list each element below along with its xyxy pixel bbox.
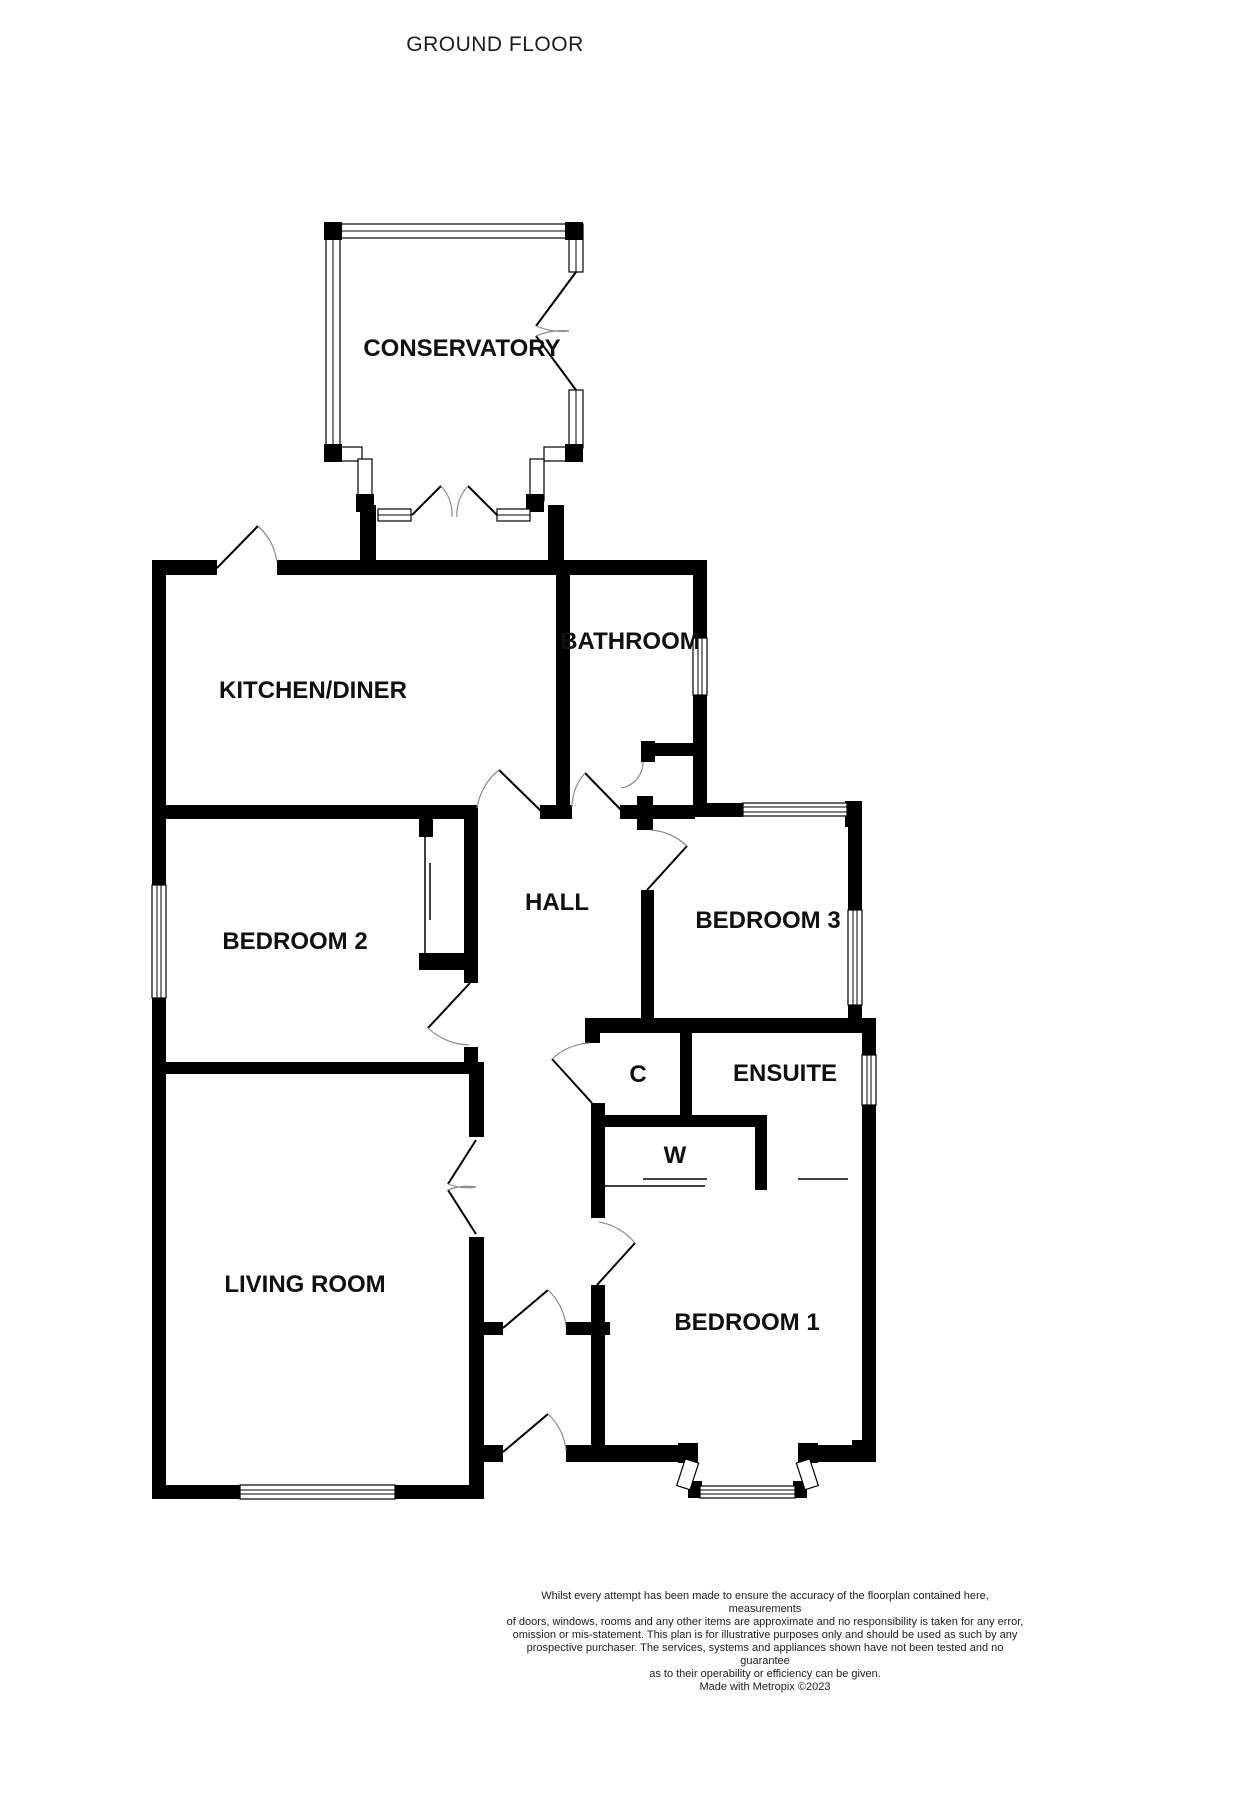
window-bedroom3-north: [742, 802, 848, 817]
corridor-inner-door: [502, 1289, 567, 1329]
conservatory-double-doors: [411, 485, 498, 518]
metropix-credit: Made with Metropix ©2023: [699, 1681, 831, 1693]
window-south-living: [239, 1484, 396, 1500]
label-bedroom3: BEDROOM 3: [695, 907, 840, 934]
label-kitchen-diner: KITCHEN/DINER: [219, 677, 407, 704]
window-bathroom-east: [692, 637, 708, 696]
bedroom2-door: [427, 982, 471, 1046]
disclaimer: Whilst every attempt has been made to en…: [505, 1590, 1025, 1694]
window-ensuite-east: [861, 1054, 877, 1106]
label-bathroom: BATHROOM: [560, 628, 700, 655]
label-bedroom2: BEDROOM 2: [222, 928, 367, 955]
window-bedroom3-east: [847, 909, 863, 1006]
label-bedroom1: BEDROOM 1: [674, 1309, 819, 1336]
label-wardrobe: W: [664, 1142, 687, 1169]
interior-walls-south: [469, 1072, 862, 1498]
disclaimer-line: as to their operability or efficiency ca…: [649, 1668, 881, 1680]
conservatory-glazing: [324, 222, 584, 571]
label-cupboard: C: [629, 1061, 646, 1088]
bedroom3-door: [646, 829, 688, 891]
kitchen-hall-door: [476, 769, 543, 813]
cupboard-door: [551, 1042, 593, 1104]
window-west-bedroom2: [151, 884, 167, 999]
bedroom1-door: [596, 1221, 636, 1286]
label-ensuite: ENSUITE: [733, 1060, 837, 1087]
front-entrance-door: [502, 1413, 567, 1453]
exterior-walls: [152, 560, 707, 1499]
kitchen-back-door: [216, 525, 278, 569]
interior-walls-north: [166, 575, 862, 1074]
bathroom-door: [571, 761, 644, 812]
page-title: GROUND FLOOR: [406, 33, 584, 56]
disclaimer-line: omission or mis-statement. This plan is …: [512, 1629, 1018, 1641]
label-conservatory: CONSERVATORY: [363, 335, 560, 362]
ensuite-closet-walls: [585, 1018, 876, 1190]
disclaimer-line: prospective purchaser. The services, sys…: [526, 1642, 1004, 1667]
conservatory-french-doors: [535, 271, 577, 391]
living-room-double-doors: [447, 1139, 477, 1235]
disclaimer-line: of doors, windows, rooms and any other i…: [506, 1616, 1024, 1628]
label-hall: HALL: [525, 889, 589, 916]
label-living-room: LIVING ROOM: [224, 1271, 385, 1298]
east-walls: [848, 817, 876, 1462]
window-bedroom1-bay: [675, 1458, 820, 1499]
disclaimer-line: Whilst every attempt has been made to en…: [541, 1590, 989, 1615]
